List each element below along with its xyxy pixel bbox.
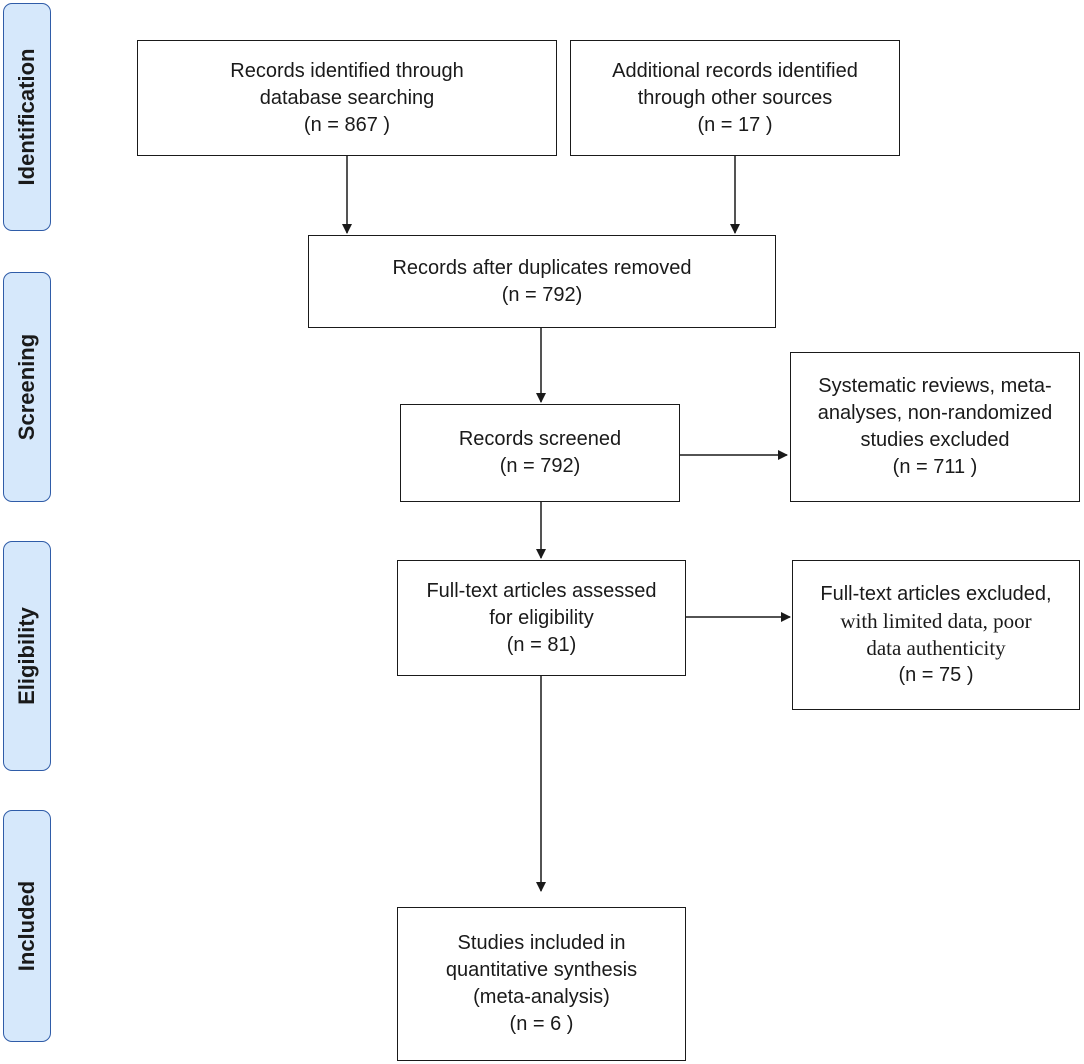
box-records-screened: Records screened (n = 792) — [400, 404, 680, 502]
box-line: Studies included in — [457, 932, 626, 954]
box-count: (n = 711 ) — [892, 456, 978, 478]
box-other-sources: Additional records identified through ot… — [570, 40, 900, 156]
box-line: through other sources — [637, 86, 833, 109]
box-line: analyses, non-randomized — [817, 402, 1053, 424]
stage-eligibility: Eligibility — [3, 541, 51, 771]
box-count: (n = 867 ) — [303, 113, 391, 136]
box-after-duplicates: Records after duplicates removed (n = 79… — [308, 235, 776, 328]
box-line: data authenticity — [866, 636, 1006, 660]
box-line: with limited data, poor — [840, 609, 1032, 633]
box-line: Records identified through — [230, 59, 464, 82]
box-line: (meta-analysis) — [473, 986, 610, 1008]
box-count: (n = 17 ) — [697, 113, 773, 136]
stage-screening: Screening — [3, 272, 51, 502]
box-line: Full-text articles assessed — [426, 579, 657, 602]
box-line: Records screened — [458, 428, 622, 450]
box-studies-included: Studies included in quantitative synthes… — [397, 907, 686, 1061]
box-count: (n = 75 ) — [898, 664, 974, 686]
box-line: Records after duplicates removed — [392, 256, 692, 279]
stage-included: Included — [3, 810, 51, 1042]
stage-identification: Identification — [3, 3, 51, 231]
box-count: (n = 81) — [506, 633, 577, 656]
box-full-text-assessed: Full-text articles assessed for eligibil… — [397, 560, 686, 676]
box-line: database searching — [259, 86, 435, 109]
box-line: for eligibility — [489, 606, 594, 629]
box-count: (n = 6 ) — [509, 1013, 574, 1035]
box-database-records: Records identified through database sear… — [137, 40, 557, 156]
box-count: (n = 792) — [501, 283, 583, 306]
box-line: studies excluded — [860, 429, 1010, 451]
box-line: Additional records identified — [612, 59, 858, 82]
box-line: Full-text articles excluded, — [820, 583, 1052, 605]
box-line: Systematic reviews, meta- — [818, 375, 1052, 397]
box-screen-excluded: Systematic reviews, meta- analyses, non-… — [790, 352, 1080, 502]
box-line: quantitative synthesis — [445, 959, 638, 981]
box-full-text-excluded: Full-text articles excluded, with limite… — [792, 560, 1080, 710]
box-count: (n = 792) — [499, 455, 581, 477]
